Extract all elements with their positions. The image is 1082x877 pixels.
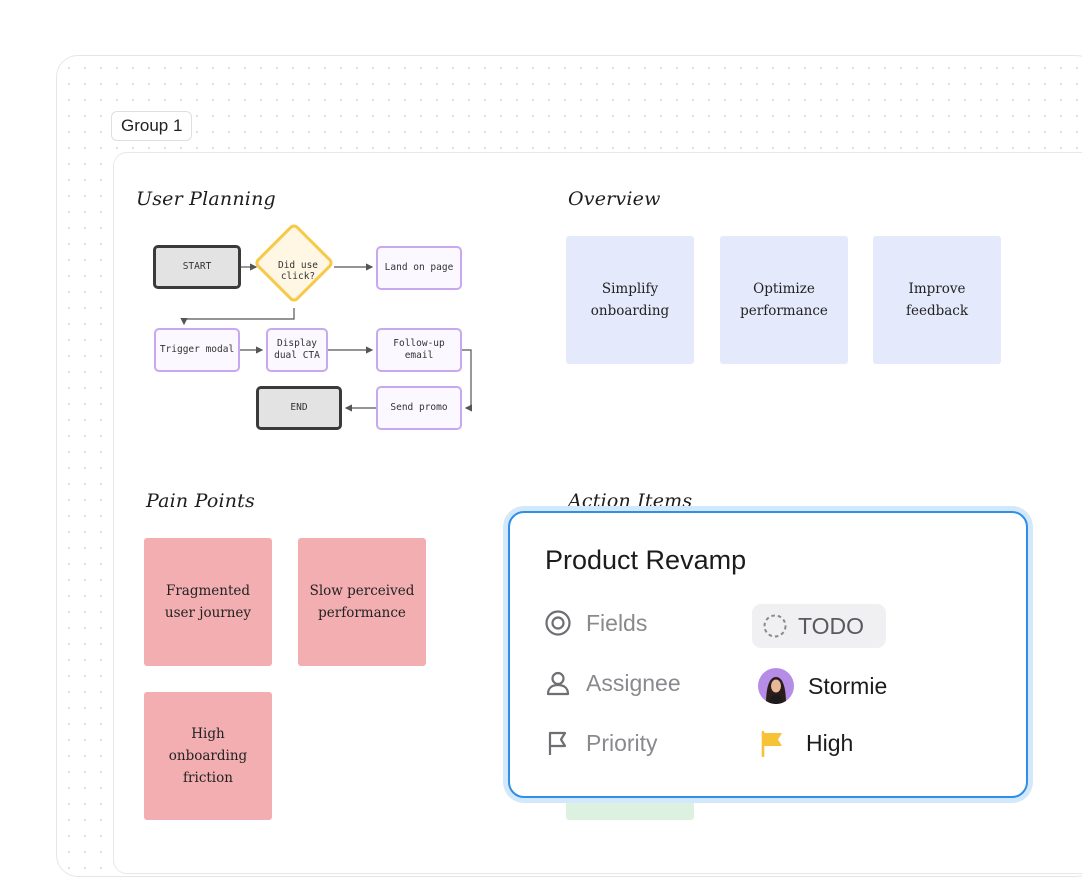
flag-outline-icon — [548, 731, 567, 755]
fields-row-label: Fields — [544, 609, 647, 637]
priority-value[interactable]: High — [758, 729, 853, 757]
assignee-row-label: Assignee — [544, 669, 681, 697]
priority-label: Priority — [586, 729, 658, 756]
section-title-overview: Overview — [568, 188, 661, 210]
flow-node-follow-up-email[interactable]: Follow-up email — [376, 328, 462, 372]
flow-node-end[interactable]: END — [256, 386, 342, 430]
sticky-note-pain-point[interactable]: Fragmented user journey — [144, 538, 272, 666]
status-pill[interactable]: TODO — [752, 604, 886, 648]
flow-node-trigger-modal[interactable]: Trigger modal — [154, 328, 240, 372]
status-value: TODO — [798, 612, 865, 639]
section-title-action-items: Action Items — [568, 490, 693, 512]
user-flow-diagram[interactable]: START Did use click? Land on page Trigge… — [146, 221, 486, 442]
priority-text: High — [806, 729, 854, 756]
section-title-user-planning: User Planning — [136, 188, 276, 210]
target-icon — [545, 610, 571, 636]
task-title[interactable]: Product Revamp — [545, 545, 747, 575]
assignee-label: Assignee — [586, 669, 681, 696]
sticky-note-overview[interactable]: Optimize performance — [720, 236, 848, 364]
section-title-pain-points: Pain Points — [146, 490, 255, 512]
assignee-value[interactable]: Stormie — [758, 668, 887, 704]
sticky-note-pain-point[interactable]: High onboarding friction — [144, 692, 272, 820]
flow-node-land-on-page[interactable]: Land on page — [376, 246, 462, 290]
fields-label: Fields — [586, 609, 648, 636]
dashed-circle-icon — [763, 614, 787, 638]
flow-node-start[interactable]: START — [153, 245, 241, 289]
flow-node-display-dual-cta[interactable]: Display dual CTA — [266, 328, 328, 372]
sticky-note-overview[interactable]: Improve feedback — [873, 236, 1001, 364]
person-icon — [546, 671, 570, 696]
sticky-note-pain-point[interactable]: Slow perceived performance — [298, 538, 426, 666]
flow-decision-label: Did use click? — [277, 260, 319, 282]
avatar — [758, 668, 794, 704]
assignee-name: Stormie — [808, 672, 888, 699]
priority-row-label: Priority — [544, 729, 658, 757]
flag-filled-icon — [761, 730, 782, 757]
flow-node-send-promo[interactable]: Send promo — [376, 386, 462, 430]
flow-connectors — [180, 263, 472, 412]
task-card[interactable]: Product Revamp Fields TODO Assignee Stor… — [508, 511, 1028, 798]
group-label[interactable]: Group 1 — [111, 111, 193, 141]
sticky-note-overview[interactable]: Simplify onboarding — [566, 236, 694, 364]
